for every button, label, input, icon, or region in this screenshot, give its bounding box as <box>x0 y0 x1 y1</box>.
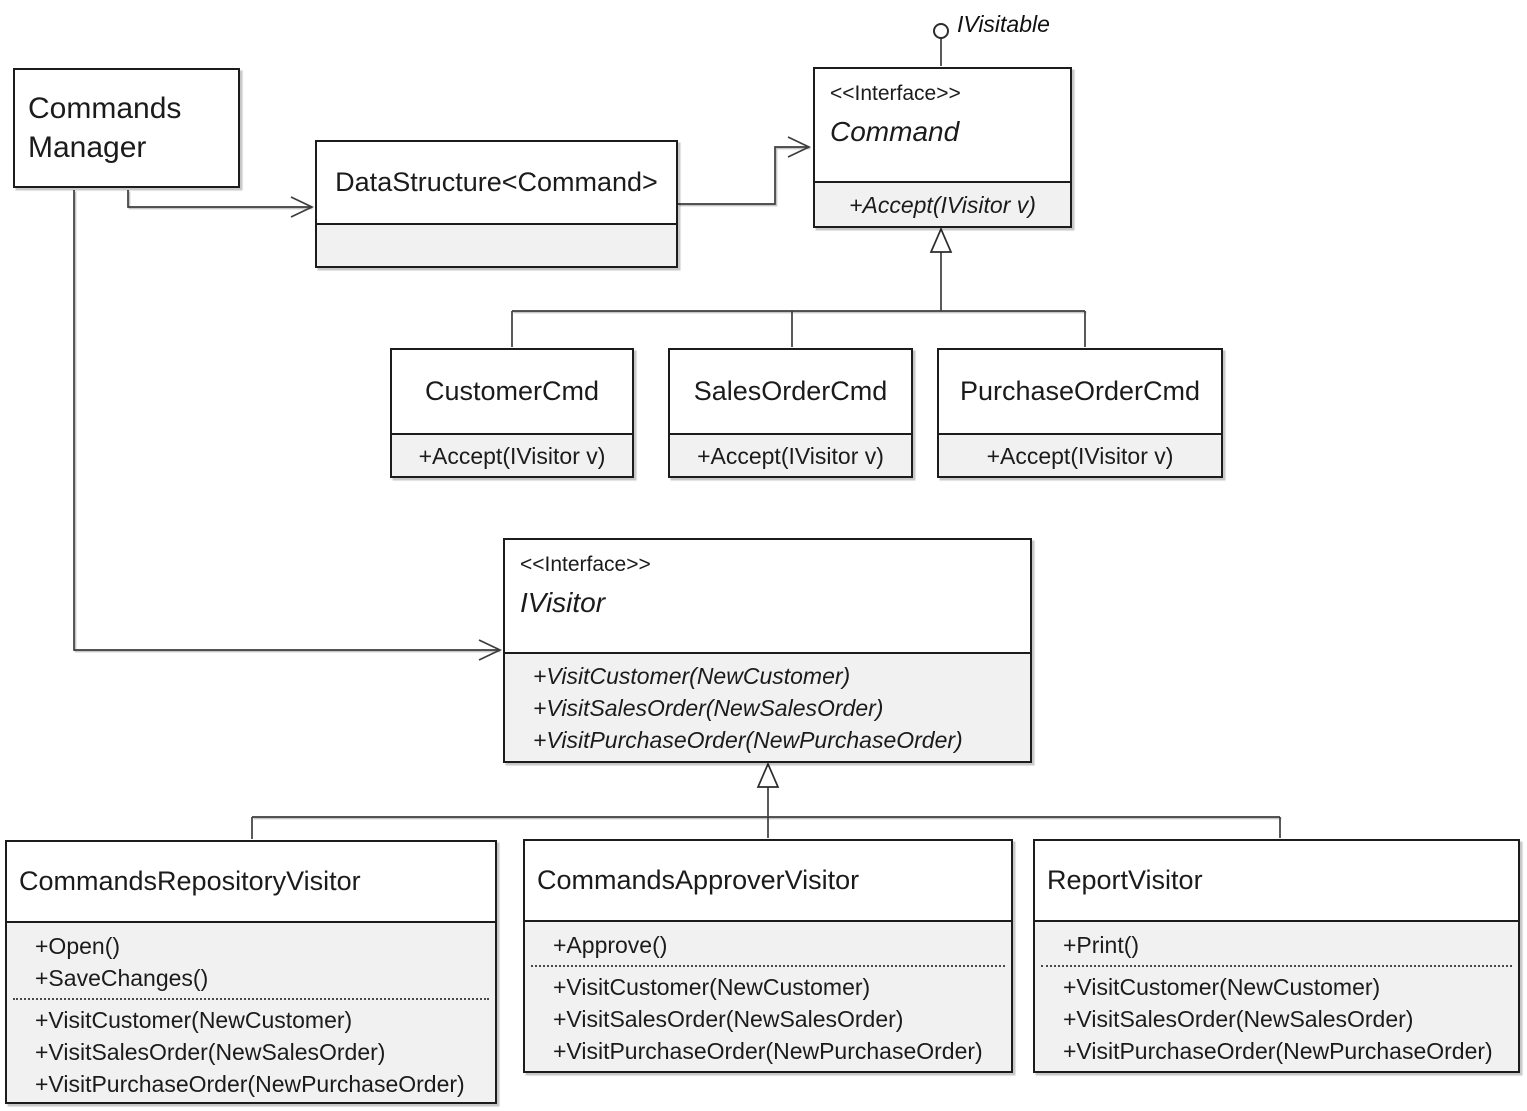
hollow-triangle-icon <box>756 761 780 788</box>
class-name: PurchaseOrderCmd <box>959 376 1201 406</box>
method-visit-salesorder: +VisitSalesOrder(NewSalesOrder) <box>553 1006 904 1032</box>
cm-to-ivisitor-arrow <box>73 190 502 661</box>
method-visit-purchaseorder: +VisitPurchaseOrder(NewPurchaseOrder) <box>35 1071 465 1097</box>
ivisitable-lollipop <box>933 23 949 66</box>
class-box-salesorder-cmd: SalesOrderCmd +Accept(IVisitor v) <box>668 348 913 478</box>
method-approve: +Approve() <box>553 932 668 958</box>
method-group-separator <box>13 998 489 1000</box>
interface-box-ivisitor: <<Interface>> IVisitor +VisitCustomer(Ne… <box>503 538 1032 763</box>
class-box-customer-cmd: CustomerCmd +Accept(IVisitor v) <box>390 348 634 478</box>
method-savechanges: +SaveChanges() <box>35 965 209 991</box>
datastructure-to-command-arrow-shadow <box>679 147 811 207</box>
class-name: Manager <box>28 131 147 164</box>
method-accept: +Accept(IVisitor v) <box>697 442 884 469</box>
class-name: Commands <box>28 92 182 125</box>
stereotype-label: <<Interface>> <box>520 553 651 576</box>
datastructure-to-command-arrow <box>678 136 811 205</box>
interface-box-command: <<Interface>> Command +Accept(IVisitor v… <box>813 67 1072 228</box>
class-name: CommandsRepositoryVisitor <box>19 866 361 896</box>
class-box-commands-manager: Commands Manager <box>13 68 240 188</box>
class-box-commands-approver-visitor: CommandsApproverVisitor +Approve() +Visi… <box>523 839 1013 1073</box>
class-box-datastructure: DataStructure<Command> <box>315 140 678 268</box>
class-name: CommandsApproverVisitor <box>537 865 860 895</box>
method-visit-salesorder: +VisitSalesOrder(NewSalesOrder) <box>533 694 884 721</box>
command-generalization-tree <box>511 226 1086 347</box>
method-group-separator <box>531 965 1005 967</box>
method-visit-customer: +VisitCustomer(NewCustomer) <box>553 974 871 1000</box>
cm-to-datastructure-arrow-shadow <box>128 191 313 210</box>
method-visit-customer: +VisitCustomer(NewCustomer) <box>35 1007 353 1033</box>
class-name: DataStructure<Command> <box>335 167 658 197</box>
cm-to-datastructure-arrow <box>127 190 314 218</box>
cm-to-ivisitor-arrow-shadow <box>74 191 501 653</box>
method-visit-purchaseorder: +VisitPurchaseOrder(NewPurchaseOrder) <box>533 726 963 753</box>
stereotype-label: <<Interface>> <box>830 82 961 105</box>
class-name: SalesOrderCmd <box>693 376 888 406</box>
class-box-purchaseorder-cmd: PurchaseOrderCmd +Accept(IVisitor v) <box>937 348 1223 478</box>
method-visit-purchaseorder: +VisitPurchaseOrder(NewPurchaseOrder) <box>553 1038 983 1064</box>
ivisitable-label: IVisitable <box>957 11 1050 37</box>
method-accept: +Accept(IVisitor v) <box>418 442 606 469</box>
method-accept: +Accept(IVisitor v) <box>849 191 1036 218</box>
method-open: +Open() <box>35 933 121 959</box>
method-visit-purchaseorder: +VisitPurchaseOrder(NewPurchaseOrder) <box>1063 1038 1493 1064</box>
ivisitor-generalization-tree <box>251 761 1281 839</box>
method-group-separator <box>1041 965 1512 967</box>
hollow-triangle-icon <box>929 226 953 253</box>
interface-name: Command <box>830 116 960 147</box>
lollipop-circle-icon <box>933 23 949 39</box>
class-box-report-visitor: ReportVisitor +Print() +VisitCustomer(Ne… <box>1033 839 1520 1073</box>
method-visit-salesorder: +VisitSalesOrder(NewSalesOrder) <box>35 1039 386 1065</box>
class-name: ReportVisitor <box>1047 865 1203 895</box>
method-visit-customer: +VisitCustomer(NewCustomer) <box>533 662 851 689</box>
interface-name: IVisitor <box>520 587 606 618</box>
class-name: CustomerCmd <box>424 376 600 406</box>
class-box-commands-repository-visitor: CommandsRepositoryVisitor +Open() +SaveC… <box>5 840 497 1104</box>
method-print: +Print() <box>1063 932 1140 958</box>
method-accept: +Accept(IVisitor v) <box>986 442 1174 469</box>
method-visit-customer: +VisitCustomer(NewCustomer) <box>1063 974 1381 1000</box>
method-visit-salesorder: +VisitSalesOrder(NewSalesOrder) <box>1063 1006 1414 1032</box>
empty-method-section <box>317 223 676 266</box>
